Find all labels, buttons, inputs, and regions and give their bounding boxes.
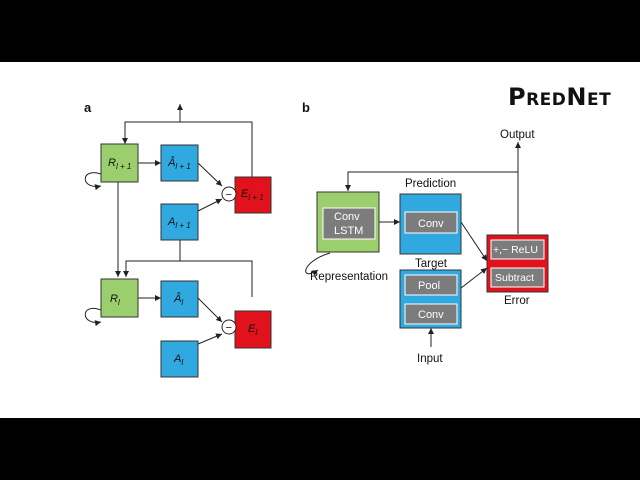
input-label: Input — [417, 353, 443, 365]
target-conv-label: Conv — [418, 309, 444, 321]
conv-lstm-label-1: Conv — [334, 211, 360, 223]
subtract-node-lower — [221, 319, 237, 335]
a-l-box — [160, 340, 199, 378]
target-label: Target — [415, 258, 448, 270]
subtract-node-upper — [221, 186, 237, 202]
target-conv-box — [404, 303, 458, 325]
a-l-plus-1-label: Al + 1 — [167, 216, 191, 230]
target-pool-label: Pool — [418, 280, 440, 292]
conv-lstm-label-2: LSTM — [334, 225, 363, 237]
prednet-logo: PredNet — [508, 83, 611, 111]
prediction-conv-box — [404, 211, 458, 234]
r-l-plus-1-box — [100, 143, 139, 183]
a-l-label: Al — [173, 353, 183, 367]
e-l-label: El — [248, 323, 257, 337]
output-label: Output — [500, 129, 535, 141]
panel-b — [305, 142, 521, 347]
prediction-label: Prediction — [405, 178, 456, 190]
conv-lstm-box — [322, 207, 376, 240]
a-l-plus-1-box — [160, 203, 199, 241]
r-l-label: Rl — [110, 293, 120, 307]
ahat-l-plus-1-box — [160, 144, 199, 182]
e-l-box — [234, 310, 272, 349]
ahat-l-label: Âl — [173, 292, 183, 307]
relu-label: +,− ReLU — [493, 244, 538, 256]
slide: PredNet a — [0, 62, 640, 418]
e-l-plus-1-label: El + 1 — [241, 188, 264, 202]
r-l-plus-1-label: Rl + 1 — [108, 157, 131, 171]
panel-a-label: a — [84, 100, 92, 115]
target-pool-box — [404, 274, 458, 296]
representation-label: Representation — [310, 271, 388, 283]
e-l-plus-1-box — [234, 176, 272, 214]
ahat-l-box — [160, 280, 199, 318]
top-letterbox — [0, 0, 640, 62]
minus-sign-upper: − — [226, 189, 232, 201]
relu-box — [490, 239, 545, 260]
minus-sign-lower: − — [226, 322, 232, 334]
ahat-l-plus-1-label: Âl + 1 — [167, 156, 191, 171]
error-label: Error — [504, 295, 530, 307]
subtract-label: Subtract — [495, 272, 534, 284]
prednet-diagram: PredNet a — [84, 83, 611, 378]
subtract-box — [490, 267, 545, 288]
prediction-conv-label: Conv — [418, 218, 444, 230]
panel-b-label: b — [302, 100, 310, 115]
bottom-letterbox — [0, 418, 640, 480]
r-l-box — [100, 278, 139, 318]
